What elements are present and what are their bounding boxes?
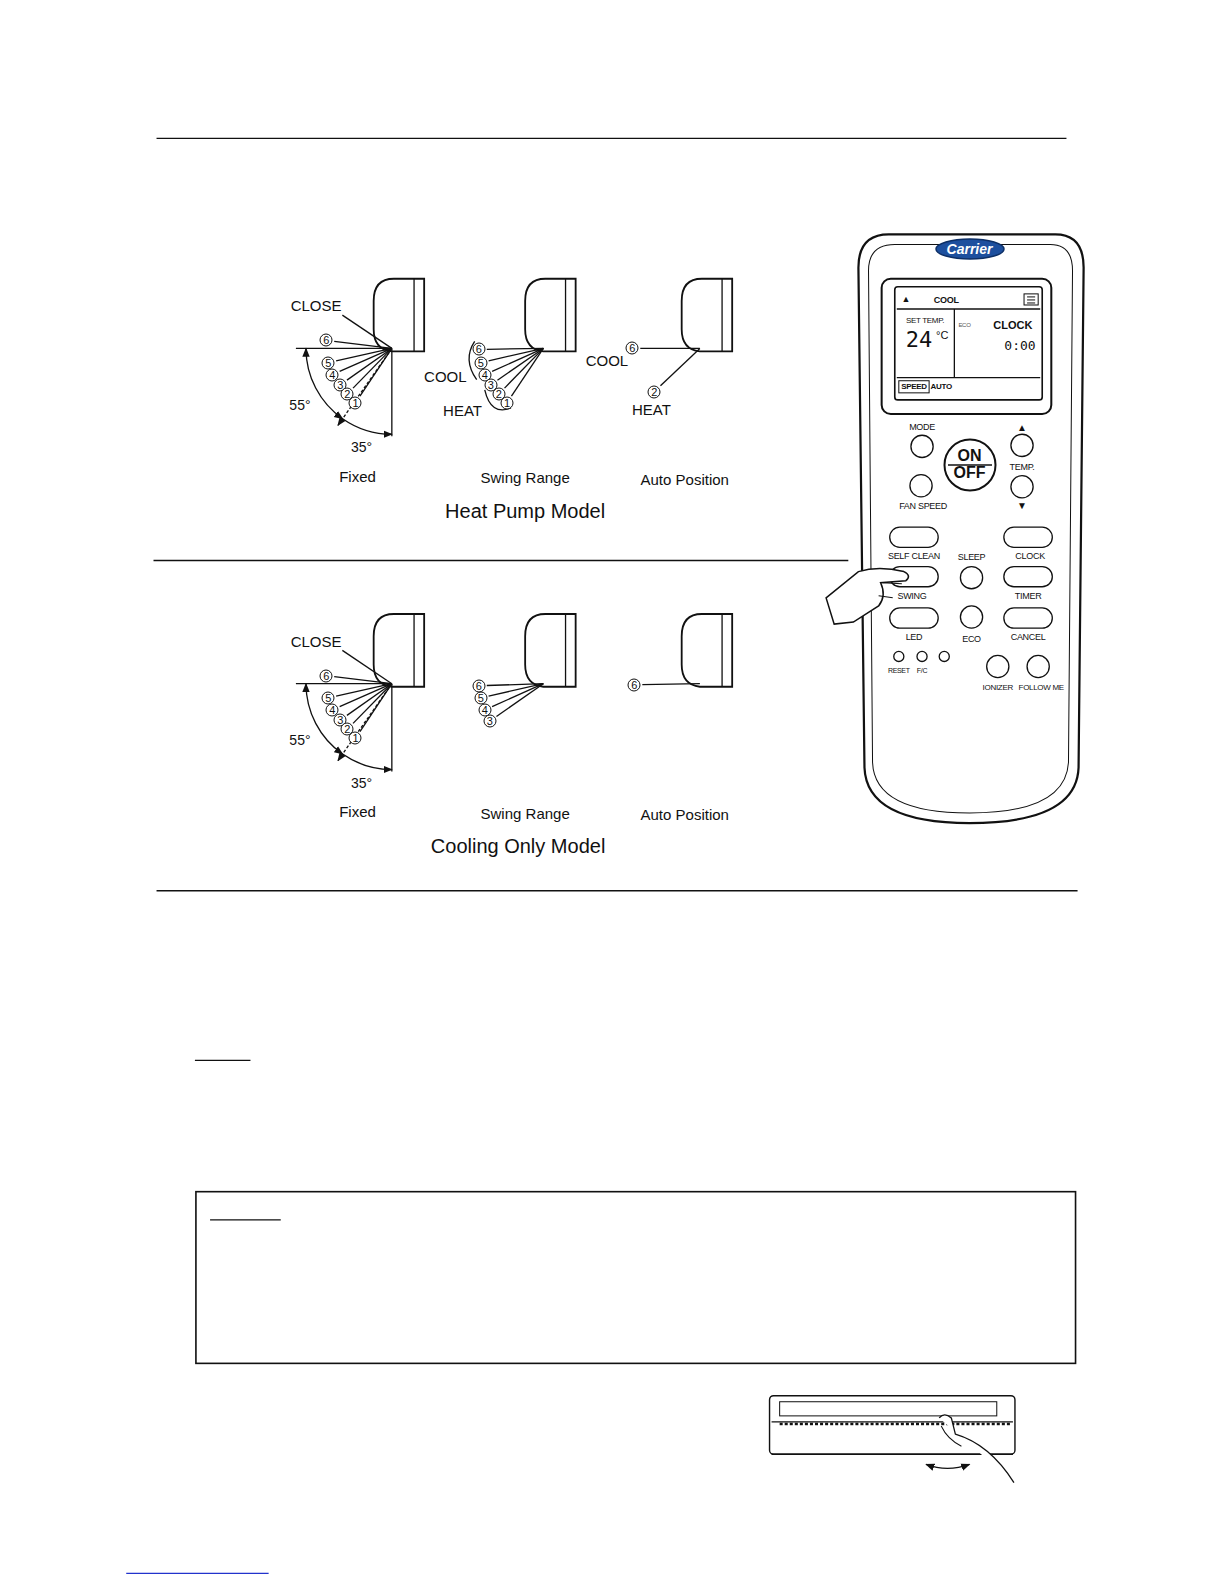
diagram-label: CLOSE (291, 297, 342, 312)
callout-number: 2 (648, 385, 661, 398)
diagram-label: 35° (351, 440, 372, 454)
remote-label: TIMER (1015, 591, 1042, 600)
callout-number: 6 (626, 342, 639, 355)
callout-number: 6 (320, 669, 333, 682)
remote-label: MODE (909, 423, 935, 432)
callout-number: 1 (349, 396, 362, 409)
remote-label: ▲ (1017, 423, 1027, 433)
button-label: OFF (954, 465, 986, 482)
callout-number: 1 (349, 732, 362, 745)
remote-label: ▼ (1017, 501, 1027, 511)
remote-label: °C (936, 330, 948, 341)
callout-number: 6 (320, 334, 333, 347)
button-label: ON (958, 448, 982, 465)
callout-number: 5 (474, 356, 487, 369)
diagram-label: Fixed (339, 468, 376, 483)
callout-number: 5 (322, 356, 335, 369)
diagram-label: HEAT (632, 402, 671, 417)
diagram-label: Auto Position (641, 806, 729, 821)
diagram-label: Swing Range (481, 469, 570, 484)
diagram-label: 55° (289, 398, 310, 412)
remote-label: ECO (958, 322, 970, 328)
power-button: ONOFF (943, 438, 997, 492)
diagram-label: Auto Position (641, 471, 729, 486)
remote-label: CLOCK (1015, 552, 1045, 561)
diagram-label: Heat Pump Model (445, 501, 605, 521)
remote-label: TEMP. (1010, 462, 1035, 471)
callout-number: 5 (322, 691, 335, 704)
diagram-label: 35° (351, 776, 372, 790)
diagram-label: COOL (586, 352, 629, 367)
remote-label: SWING (897, 591, 926, 600)
callout-number: 5 (474, 691, 487, 704)
remote-label: SPEED (901, 383, 927, 391)
remote-label: LED (906, 633, 923, 642)
remote-label: F/C (917, 666, 927, 673)
remote-label: SET TEMP. (906, 317, 944, 325)
remote-label: COOL (934, 295, 959, 304)
remote-label: 0:00 (1004, 339, 1035, 352)
brand-name: Carrier (947, 242, 993, 256)
callout-number: 6 (472, 343, 485, 356)
callout-number: 6 (628, 678, 641, 691)
remote-label: CLOCK (993, 320, 1032, 331)
callout-number: 6 (472, 679, 485, 692)
remote-label: FAN SPEED (899, 501, 947, 510)
diagram-label: 55° (289, 733, 310, 747)
diagram-label: HEAT (443, 403, 482, 418)
remote-label: SELF CLEAN (888, 552, 940, 561)
diagram-label: CLOSE (291, 634, 342, 649)
diagram-label: Swing Range (481, 805, 570, 820)
remote-label: IONIZER (983, 684, 1013, 692)
remote-label: RESET (888, 666, 910, 673)
remote-label: FOLLOW ME (1019, 684, 1064, 692)
remote-label: AUTO (931, 383, 952, 391)
diagram-label: COOL (424, 368, 467, 383)
remote-label: 24 (906, 329, 933, 351)
diagram-label: Fixed (339, 803, 376, 818)
callout-number: 3 (483, 715, 496, 728)
remote-label: ECO (962, 635, 981, 644)
brand-logo: Carrier (935, 238, 1005, 260)
remote-label: SLEEP (958, 553, 986, 562)
callout-number: 1 (500, 396, 513, 409)
remote-label: CANCEL (1011, 633, 1046, 642)
remote-label: ▲ (902, 294, 911, 303)
diagram-label: Cooling Only Model (431, 836, 606, 856)
